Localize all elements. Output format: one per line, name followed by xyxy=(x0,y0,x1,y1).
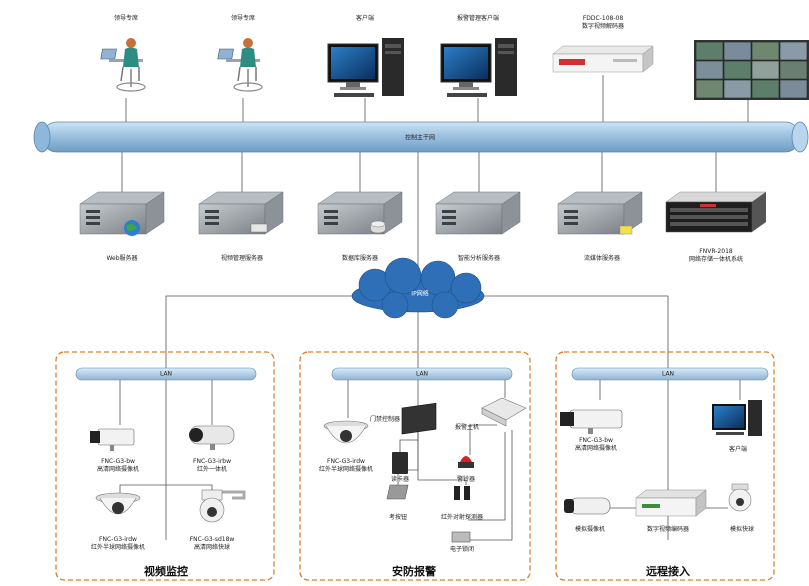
cam2-model-label: FNC-G3-irbw xyxy=(193,458,231,465)
video-wall-icon xyxy=(694,40,809,100)
remote-client-label: 客户端 xyxy=(728,446,748,453)
operator-1-label: 领导专席 xyxy=(113,15,139,22)
security-alarm-title: 安防报警 xyxy=(392,565,436,578)
card-reader-label: 读卡器 xyxy=(390,476,410,483)
remote-client-icon xyxy=(712,400,762,436)
box-camera-icon xyxy=(90,428,135,451)
nvr-name-label: 网络存储一体机系统 xyxy=(688,256,744,263)
remote-cam-model-label: FNC-G3-bw xyxy=(579,437,613,444)
remote-lan-label: LAN xyxy=(661,370,675,378)
analog-camera-label: 模拟摄像机 xyxy=(574,526,606,533)
ip-network-label: IP网络 xyxy=(411,290,429,298)
video-surveillance-title: 视频监控 xyxy=(144,565,188,578)
database-server-label: 数据库服务器 xyxy=(341,255,379,262)
alarm-host-label: 报警主机 xyxy=(455,424,480,431)
alarm-client-label: 报警管理客户端 xyxy=(456,15,500,22)
cam2-name-label: 红外一体机 xyxy=(196,466,228,473)
remote-access-frame xyxy=(555,351,775,581)
exit-button-icon xyxy=(386,484,409,500)
web-server-icon xyxy=(79,191,165,236)
exit-button-label: 考按钮 xyxy=(388,514,408,521)
video-lan-label: LAN xyxy=(159,370,173,378)
video-encoder-icon xyxy=(635,489,707,517)
analysis-server-label: 智能分析服务器 xyxy=(457,255,501,262)
analog-camera-icon xyxy=(564,497,611,515)
analog-dome-icon xyxy=(728,483,752,512)
operator-2-label: 领导专席 xyxy=(230,15,256,22)
decoder-name-label: 数字视频解码器 xyxy=(581,23,625,30)
ir-bullet-camera-icon xyxy=(189,425,235,450)
ip-network-cloud xyxy=(351,257,485,319)
security-alarm-frame xyxy=(299,351,531,581)
video-management-server-icon xyxy=(198,191,284,235)
ir-detector-label: 红外对射探测器 xyxy=(440,514,484,521)
cam3-model-label: FNC-G3-irdw xyxy=(99,536,137,543)
alarm-host-icon xyxy=(481,397,527,427)
alarm-client-workstation-icon xyxy=(440,38,517,97)
video-decoder-icon xyxy=(552,45,654,73)
streaming-server-label: 流媒体服务器 xyxy=(583,255,621,262)
remote-access-title: 远程接入 xyxy=(646,565,690,578)
electronic-lock-icon xyxy=(451,531,471,543)
cam1-name-label: 高清网络摄像机 xyxy=(96,466,140,473)
nvr-model-label: FNVR-2018 xyxy=(699,248,733,255)
remote-box-camera-icon xyxy=(560,409,623,434)
security-dome-camera-icon xyxy=(323,420,369,444)
nvr-storage-icon xyxy=(665,191,767,233)
backbone-pipe xyxy=(33,121,809,153)
video-mgmt-server-label: 视频管理服务器 xyxy=(220,255,264,262)
backbone-label: 控制主干网 xyxy=(404,134,436,142)
ir-detector-icon xyxy=(454,486,470,500)
analysis-server-icon xyxy=(435,191,521,235)
video-encoder-label: 数字视频编码器 xyxy=(646,526,690,533)
decoder-model-label: FDDC-108-08 xyxy=(582,15,624,22)
database-server-icon xyxy=(317,191,403,235)
cam3-name-label: 红外半球网络摄像机 xyxy=(90,544,146,551)
cam1-model-label: FNC-G3-bw xyxy=(101,458,135,465)
web-server-label: Web服务器 xyxy=(106,255,138,262)
speed-dome-camera-icon xyxy=(199,489,246,523)
access-controller-icon xyxy=(401,402,437,435)
remote-cam-name-label: 高清网络摄像机 xyxy=(574,445,618,452)
client-workstation-icon xyxy=(327,38,404,97)
siren-icon xyxy=(458,456,474,468)
electronic-lock-label: 电子锁闭 xyxy=(449,546,475,553)
operator-2-icon xyxy=(217,38,263,92)
cam4-model-label: FNC-G3-sd18w xyxy=(189,536,235,543)
cam4-name-label: 高清网络快球 xyxy=(193,544,231,551)
ir-dome-camera-icon xyxy=(95,492,141,515)
operator-1-icon xyxy=(100,38,146,92)
siren-label: 警铃器 xyxy=(456,476,476,483)
security-cam-name-label: 红外半球网络摄像机 xyxy=(318,466,374,473)
card-reader-icon xyxy=(392,452,408,474)
security-cam-model-label: FNC-G3-irdw xyxy=(327,458,365,465)
streaming-server-icon xyxy=(557,191,643,235)
security-lan-label: LAN xyxy=(415,370,429,378)
access-controller-label: 门禁控制器 xyxy=(370,416,401,423)
video-surveillance-frame xyxy=(55,351,275,581)
client-terminal-label: 客户端 xyxy=(355,15,375,22)
analog-dome-label: 模拟快球 xyxy=(729,526,755,533)
